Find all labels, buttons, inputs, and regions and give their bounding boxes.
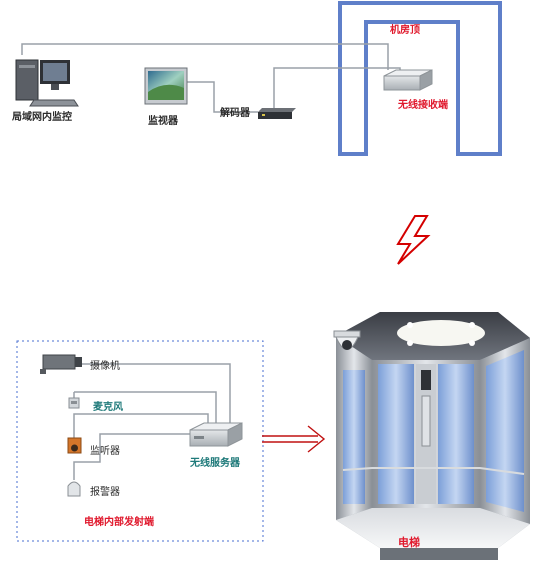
- wire-monitor: [186, 81, 258, 113]
- camera-icon: [40, 354, 82, 374]
- transmitter-dashed-border: [16, 340, 264, 542]
- label-monitor: 监视器: [148, 114, 179, 127]
- label-elevator-transmitter: 电梯内部发射端: [84, 515, 154, 528]
- label-microphone: 麦克风: [93, 400, 123, 413]
- double-arrow-icon: [262, 425, 326, 453]
- wire-mic: [74, 391, 217, 430]
- label-alarm: 报警器: [90, 485, 120, 498]
- wire-lan: [21, 43, 389, 70]
- wire-alarm: [73, 433, 200, 480]
- label-wireless-receiver: 无线接收端: [397, 98, 448, 111]
- microphone-icon: [68, 397, 80, 409]
- alarm-icon: [67, 481, 81, 497]
- wire-listener: [73, 413, 209, 438]
- label-lan-monitor: 局域网内监控: [11, 110, 72, 123]
- decoder-box-icon: [258, 108, 296, 119]
- elevator-cabin: [336, 312, 530, 560]
- wireless-receiver-icon: [383, 69, 433, 91]
- label-camera: 摄像机: [90, 359, 120, 372]
- label-listener: 监听器: [90, 444, 120, 457]
- speaker-icon: [67, 437, 82, 454]
- lightning-icon: [396, 215, 431, 265]
- wire-decoder: [273, 67, 401, 110]
- label-elevator: 电梯: [398, 535, 420, 549]
- wireless-server-icon: [189, 422, 243, 447]
- desktop-computer-icon: [15, 59, 79, 107]
- label-machine-room-top: 机房顶: [390, 23, 420, 36]
- dome-camera-icon: [333, 330, 361, 350]
- wire-camera: [82, 363, 231, 430]
- label-wireless-server: 无线服务器: [189, 456, 241, 469]
- monitor-screen-icon: [144, 67, 188, 105]
- machine-room-wall-fill-left: [342, 5, 364, 152]
- label-decoder: 解码器: [220, 106, 251, 119]
